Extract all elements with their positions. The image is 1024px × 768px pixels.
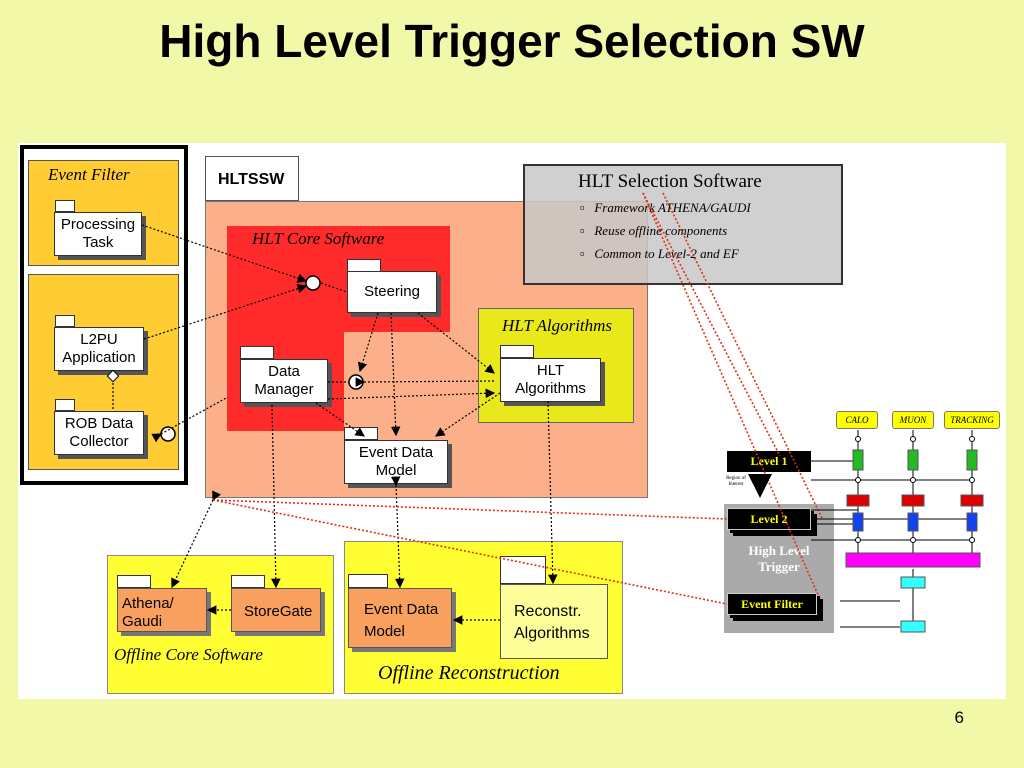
roi-label: Region of Interest (726, 476, 746, 487)
slide-title: High Level Trigger Selection SW (159, 15, 865, 67)
package-tab (231, 575, 265, 588)
rob-data-collector-box: ROB Data Collector (54, 411, 144, 455)
offline-event-data-model-box (348, 588, 452, 648)
package-tab (500, 345, 534, 358)
package-tab (500, 556, 546, 584)
reconstr-algorithms-label: Reconstr. Algorithms (514, 603, 590, 642)
event-filter-label: Event Filter (48, 165, 130, 184)
hlt-selection-software-box (523, 164, 843, 285)
detector-tracking: TRACKING (944, 411, 1000, 429)
hltssw-tab-label: HLTSSW (218, 171, 285, 188)
selection-bullet-2: ▫ Reuse offline components (580, 223, 727, 239)
steering-box: Steering (347, 271, 437, 313)
reconstr-algorithms-box (500, 584, 608, 659)
level1-box: Level 1 (727, 451, 811, 472)
selection-bullet-3: ▫ Common to Level-2 and EF (580, 246, 739, 262)
trigger-nodes (855, 436, 975, 543)
package-tab (348, 574, 388, 588)
detector-calo: CALO (836, 411, 878, 429)
hlt-core-software-label: HLT Core Software (252, 229, 385, 248)
hlt-algorithms-box: HLT Algorithms (500, 358, 601, 402)
selection-bullet-1: ▫ Framework ATHENA/GAUDI (580, 200, 751, 216)
hltssw-tab (205, 156, 299, 201)
diagram-connectors (106, 192, 984, 633)
offline-reconstruction-label: Offline Reconstruction (378, 662, 560, 684)
offline-core-software-label: Offline Core Software (114, 645, 263, 664)
bullet-text: Framework ATHENA/GAUDI (594, 200, 751, 215)
dependency-arrows (112, 224, 558, 625)
bullet-icon: ▫ (580, 200, 595, 215)
bullet-icon: ▫ (580, 246, 595, 261)
package-tab (240, 346, 274, 359)
bullet-text: Common to Level-2 and EF (594, 246, 739, 261)
package-tab (117, 575, 151, 588)
level2-box: Level 2 (727, 508, 811, 530)
link-lines (212, 192, 823, 605)
athena-gaudi-label: Athena/ Gaudi (122, 595, 174, 630)
package-tab (55, 399, 75, 411)
trigger-modules (845, 449, 984, 633)
diagram-canvas: Event Filter Processing Task L2PU Applic… (18, 143, 1006, 699)
processing-task-box: Processing Task (54, 212, 142, 256)
detector-muon: MUON (892, 411, 934, 429)
trigger-lines (748, 430, 973, 628)
hlt-selection-software-title: HLT Selection Software (578, 171, 762, 192)
bullet-text: Reuse offline components (594, 223, 728, 238)
event-data-model-box: Event Data Model (344, 440, 448, 484)
data-manager-box: Data Manager (240, 359, 328, 403)
storegate-box (231, 588, 321, 632)
page-number: 6 (954, 708, 964, 727)
hlt-algorithms-label: HLT Algorithms (502, 316, 613, 335)
event-filter-trigger-box: Event Filter (727, 593, 817, 615)
l2pu-application-box: L2PU Application (54, 327, 144, 371)
high-level-trigger-label: High Level Trigger (748, 543, 810, 574)
bullet-icon: ▫ (580, 223, 595, 238)
package-tab (55, 200, 75, 212)
athena-gaudi-box (117, 588, 207, 632)
package-tab (55, 315, 75, 327)
storegate-label: StoreGate (244, 603, 313, 620)
offline-event-data-model-label: Event Data Model (364, 601, 439, 640)
